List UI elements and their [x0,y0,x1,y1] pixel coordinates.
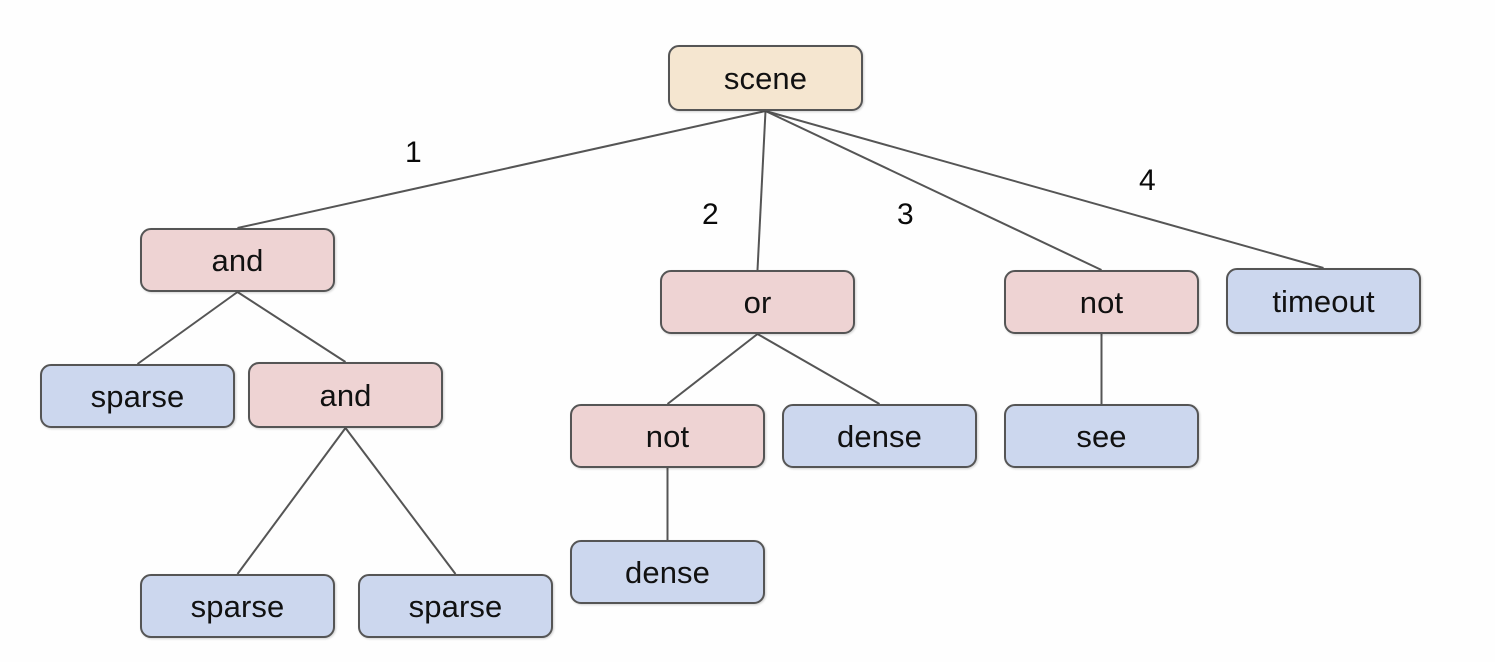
tree-node-label: sparse [90,378,185,414]
tree-edge-and2-to-sparse2 [236,427,347,575]
tree-node-and2[interactable]: and [248,362,443,428]
tree-node-label: or [743,284,772,320]
tree-node-label: not [1079,284,1124,320]
tree-node-dense2[interactable]: dense [570,540,765,604]
tree-node-sparse3[interactable]: sparse [358,574,553,638]
tree-edge-scene-to-and1 [237,110,766,229]
tree-node-not_m[interactable]: not [570,404,765,468]
tree-edge-and1-to-and2 [236,291,347,363]
tree-node-label: see [1076,418,1127,454]
tree-edge-scene-to-not_r [765,110,1102,271]
edge-label-2: 2 [702,198,719,231]
tree-node-not_r[interactable]: not [1004,270,1199,334]
tree-edge-or1-to-dense1 [757,333,880,405]
tree-node-sparse1[interactable]: sparse [40,364,235,428]
tree-node-and1[interactable]: and [140,228,335,292]
edge-label-1: 1 [405,136,422,169]
tree-edge-or1-to-not_m [666,333,759,405]
tree-node-timeout[interactable]: timeout [1226,268,1421,334]
tree-node-label: sparse [190,588,285,624]
tree-edge-and1-to-sparse1 [136,291,239,365]
tree-node-or1[interactable]: or [660,270,855,334]
tree-node-scene[interactable]: scene [668,45,863,111]
edge-label-3: 3 [897,198,914,231]
tree-node-label: timeout [1272,283,1375,319]
tree-edge-scene-to-timeout [765,110,1324,269]
tree-node-label: not [645,418,690,454]
tree-node-label: and [211,242,264,278]
tree-node-dense1[interactable]: dense [782,404,977,468]
tree-node-see[interactable]: see [1004,404,1199,468]
tree-edge-and2-to-sparse3 [344,427,457,575]
tree-node-label: and [319,377,372,413]
tree-node-label: sparse [408,588,503,624]
tree-node-label: dense [625,554,710,590]
tree-edge-scene-to-or1 [756,110,767,271]
edge-label-4: 4 [1139,164,1156,197]
tree-node-label: scene [723,60,808,96]
tree-node-label: dense [837,418,922,454]
tree-node-sparse2[interactable]: sparse [140,574,335,638]
